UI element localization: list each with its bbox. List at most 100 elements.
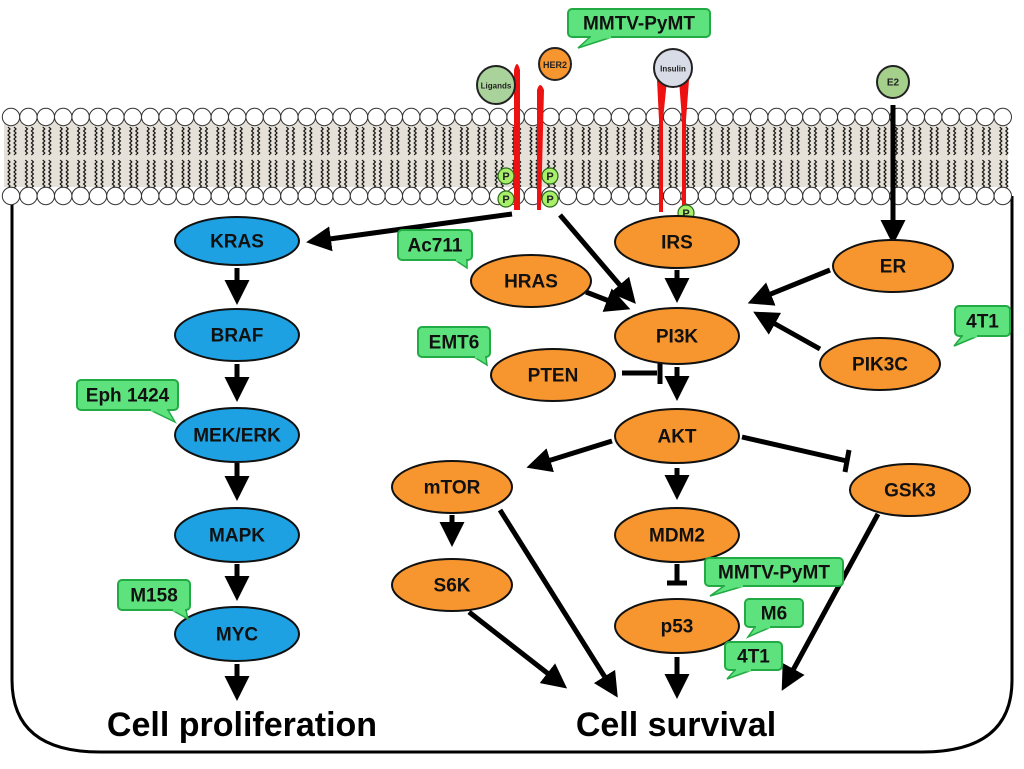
edge-akt-mtor <box>526 438 613 473</box>
phospholipid-head <box>628 107 647 127</box>
lipid-tail <box>320 159 325 189</box>
phospholipid-head <box>715 186 734 206</box>
lipid-tail <box>842 159 847 189</box>
lipid-tail <box>274 159 278 189</box>
node-p53: p53 <box>614 598 740 654</box>
lipid-tail <box>65 159 70 189</box>
lipid-tail <box>378 126 383 156</box>
lipid-tail <box>59 159 64 189</box>
node-ellipse <box>174 507 300 563</box>
lipid-tail <box>389 126 394 156</box>
lipid-tail <box>482 159 487 189</box>
callout-box <box>76 379 179 411</box>
lipid-tail <box>900 126 905 156</box>
lipid-tail <box>239 126 244 156</box>
phospholipid-head <box>489 107 508 127</box>
lipid-tail <box>204 126 209 156</box>
lipid-tail <box>709 126 713 156</box>
lipid-tail <box>529 159 533 189</box>
node-kras: KRAS <box>174 216 300 266</box>
node-label: IRS <box>661 233 693 254</box>
phospholipid-head <box>158 107 177 127</box>
lipid-tail <box>82 126 87 156</box>
phospholipid-head <box>767 186 786 206</box>
lipid-tail <box>221 159 226 189</box>
phospholipid-head <box>924 107 943 127</box>
phospho-label: P <box>546 171 553 183</box>
lipid-tail <box>929 126 934 156</box>
lipid-tail <box>622 159 626 189</box>
node-ellipse <box>819 337 941 391</box>
callout-box <box>744 598 804 628</box>
node-ellipse <box>174 606 300 662</box>
lipid-tail <box>302 159 307 189</box>
phospholipid-head <box>71 107 90 127</box>
phospholipid-head <box>193 186 212 206</box>
lipid-tail <box>198 159 203 189</box>
phospholipid-head <box>871 186 891 206</box>
phospholipid-head <box>663 186 682 206</box>
callout-box <box>724 641 783 671</box>
lipid-tail <box>633 126 638 156</box>
lipid-tail <box>848 159 853 189</box>
lipid-tail <box>622 126 626 156</box>
lipid-tail <box>726 159 731 189</box>
phospholipid-head <box>471 186 490 206</box>
phospholipid-head <box>732 186 751 206</box>
lipid-tail <box>430 159 435 189</box>
phospholipid-head <box>245 186 264 206</box>
lipid-tail <box>152 159 157 189</box>
phospholipid-head <box>958 107 978 127</box>
phospholipid-head <box>210 186 230 206</box>
phospholipid-head <box>941 107 960 127</box>
phospholipid-head <box>906 186 925 206</box>
node-label: MAPK <box>209 526 265 547</box>
insulin-label: Insulin <box>660 65 686 74</box>
lipid-tail <box>41 126 46 156</box>
lipid-tail <box>239 159 244 189</box>
node-braf: BRAF <box>174 308 300 362</box>
lipid-tail <box>529 126 533 156</box>
lipid-tail <box>674 159 679 189</box>
node-ellipse <box>614 215 740 269</box>
lipid-tail <box>778 126 783 156</box>
lipid-tail <box>807 159 812 189</box>
phospholipid-head <box>750 186 769 206</box>
phospholipid-head <box>837 186 856 206</box>
node-label: GSK3 <box>884 481 936 502</box>
lipid-tail <box>407 159 412 189</box>
node-mek-erk: MEK/ERK <box>174 407 300 463</box>
node-ellipse <box>470 254 592 308</box>
phospholipid-head <box>175 186 195 206</box>
lipid-tail <box>616 159 620 189</box>
lipid-tail <box>581 159 586 189</box>
callout-m6: M6 <box>744 598 804 639</box>
lipid-tail <box>639 126 644 156</box>
callout-box <box>417 326 491 358</box>
insulin-receptor-left <box>657 80 667 212</box>
callout-box <box>397 229 473 261</box>
lipid-tail <box>7 159 11 189</box>
lipid-tail <box>569 126 574 156</box>
lipid-tail <box>308 126 313 156</box>
phospholipid-head <box>228 186 247 206</box>
edge-her2-pi3k <box>558 213 636 304</box>
phospho-label: P <box>546 194 553 206</box>
outcome-cell-proliferation: Cell proliferation <box>107 706 377 744</box>
lipid-tail <box>703 159 707 189</box>
phospholipid-head <box>454 186 473 206</box>
node-label: MEK/ERK <box>193 426 281 447</box>
phospholipid-head <box>36 107 55 127</box>
lipid-tail <box>355 126 359 156</box>
lipid-tail <box>117 159 122 189</box>
node-ellipse <box>614 408 740 464</box>
edge-pik3c-pi3k <box>753 311 822 352</box>
lipid-tail <box>30 159 35 189</box>
receptor-her2-chain <box>537 85 544 210</box>
phospholipid-head <box>1 107 21 127</box>
lipid-tail <box>291 126 296 156</box>
phospho-label: P <box>682 208 689 220</box>
lipid-tail <box>134 159 139 189</box>
lipid-tail <box>865 126 870 156</box>
lipid-tail <box>407 126 412 156</box>
